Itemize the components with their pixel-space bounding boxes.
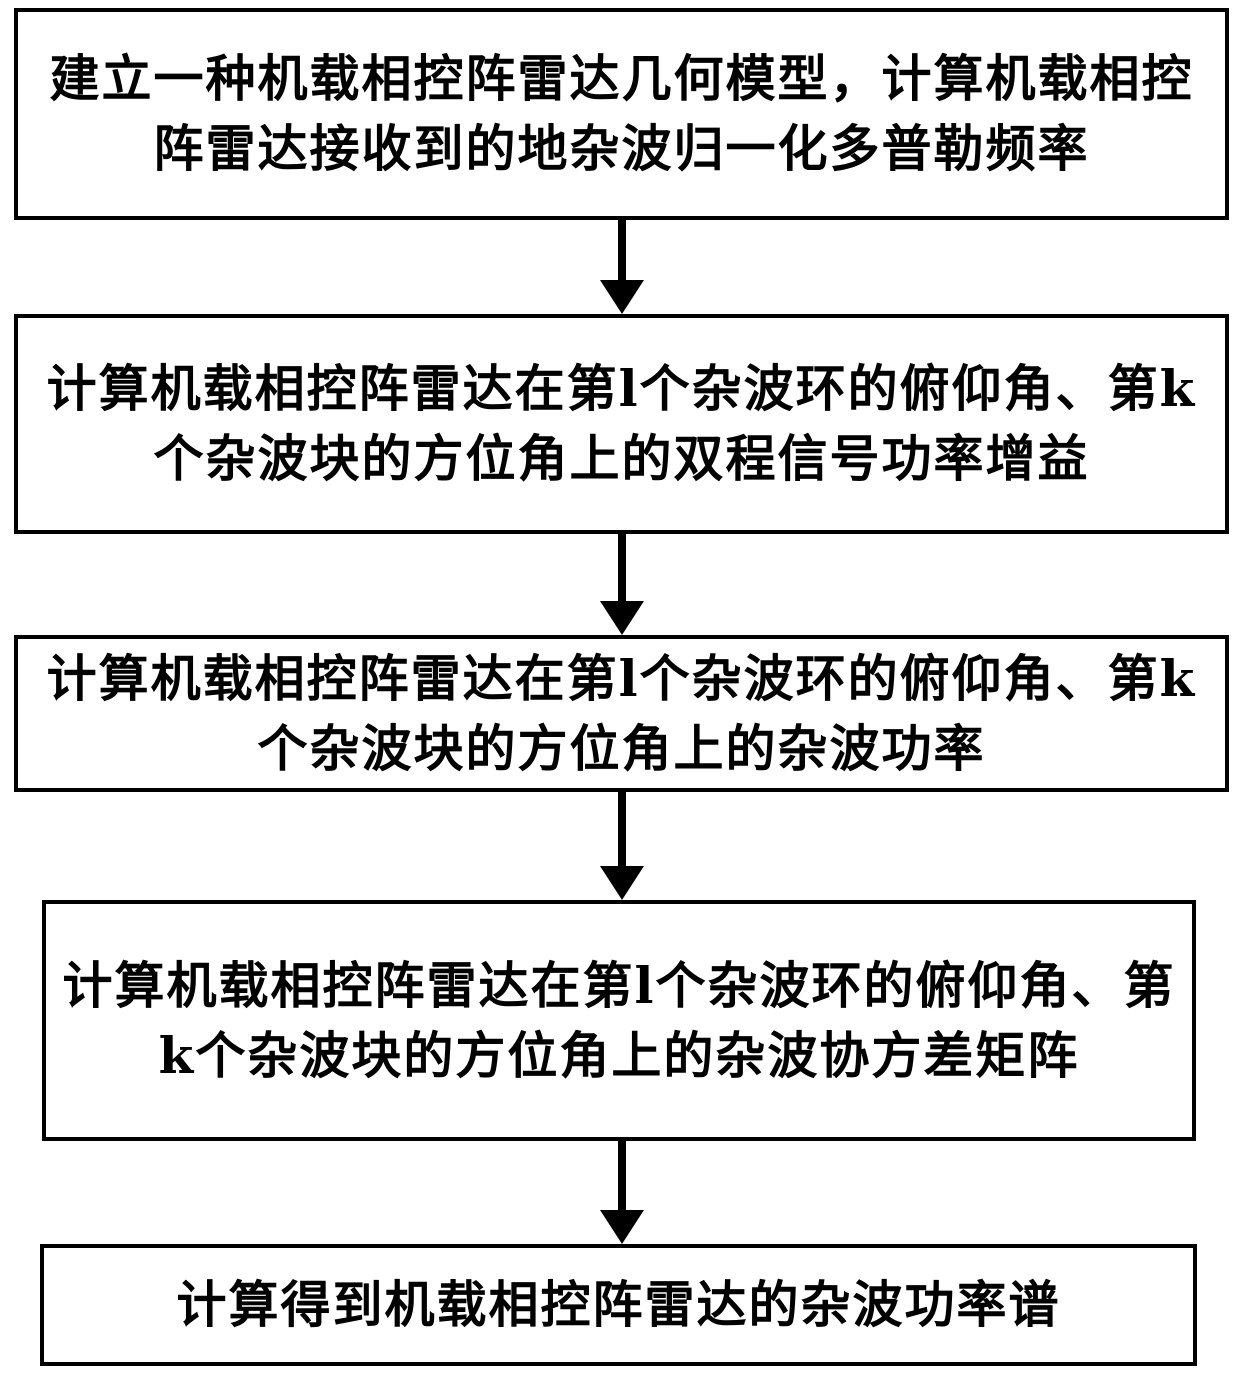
step-4-box: 计算机载相控阵雷达在第l个杂波环的俯仰角、第k个杂波块的方位角上的杂波协方差矩阵 (42, 900, 1196, 1141)
arrow-4-shaft (618, 1141, 626, 1212)
arrow-down-icon (600, 280, 644, 314)
arrow-1-shaft (618, 220, 626, 282)
step-3-text: 计算机载相控阵雷达在第l个杂波环的俯仰角、第k个杂波块的方位角上的杂波功率 (46, 648, 1197, 778)
step-2-box: 计算机载相控阵雷达在第l个杂波环的俯仰角、第k个杂波块的方位角上的双程信号功率增… (14, 314, 1229, 534)
arrow-3-to-4 (600, 792, 644, 900)
arrow-2-shaft (618, 534, 626, 603)
arrow-2-to-3 (600, 534, 644, 635)
step-5-box: 计算得到机载相控阵雷达的杂波功率谱 (40, 1244, 1197, 1366)
step-1-box: 建立一种机载相控阵雷达几何模型，计算机载相控阵雷达接收到的地杂波归一化多普勒频率 (14, 8, 1229, 220)
step-3-box: 计算机载相控阵雷达在第l个杂波环的俯仰角、第k个杂波块的方位角上的杂波功率 (14, 635, 1229, 792)
arrow-down-icon (600, 1210, 644, 1244)
arrow-1-to-2 (600, 220, 644, 314)
arrow-down-icon (600, 601, 644, 635)
step-1-text: 建立一种机载相控阵雷达几何模型，计算机载相控阵雷达接收到的地杂波归一化多普勒频率 (49, 49, 1194, 178)
step-2-text: 计算机载相控阵雷达在第l个杂波环的俯仰角、第k个杂波块的方位角上的双程信号功率增… (46, 359, 1197, 488)
step-4-text: 计算机载相控阵雷达在第l个杂波环的俯仰角、第k个杂波块的方位角上的杂波协方差矩阵 (62, 955, 1176, 1085)
arrow-4-to-5 (600, 1141, 644, 1244)
step-5-text: 计算得到机载相控阵雷达的杂波功率谱 (176, 1275, 1061, 1334)
arrow-down-icon (600, 866, 644, 900)
arrow-3-shaft (618, 792, 626, 868)
